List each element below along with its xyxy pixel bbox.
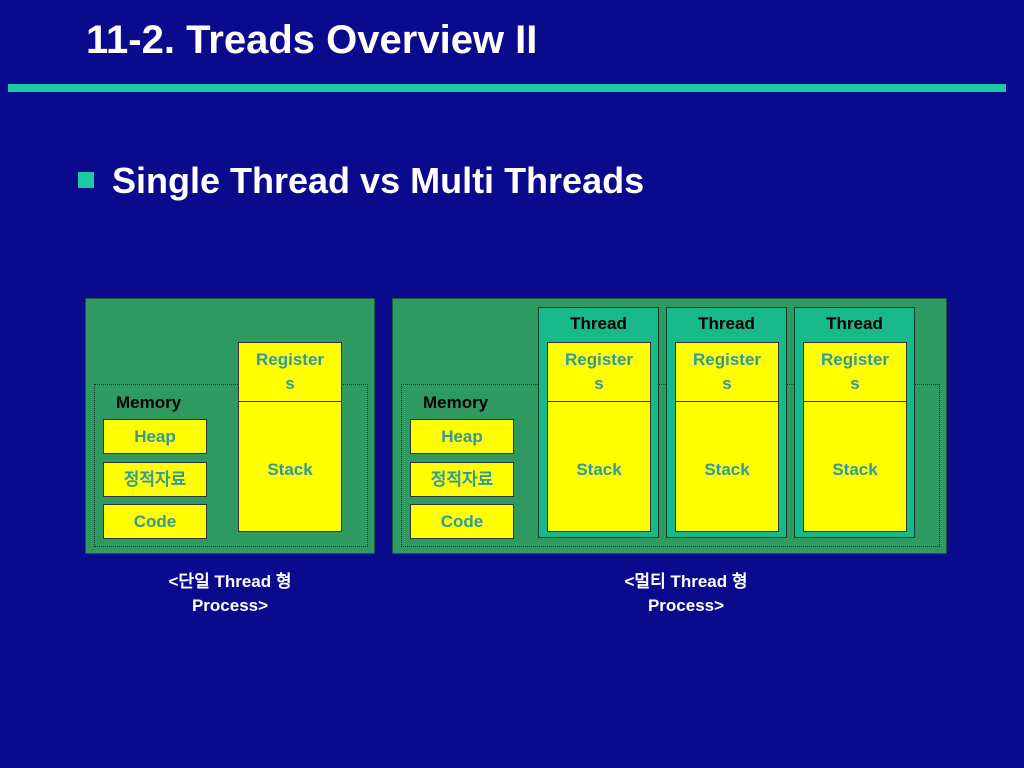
thread-panel-3: Thread Register s Stack — [794, 307, 915, 538]
thread-label: Thread — [570, 314, 627, 333]
title-divider — [8, 84, 1006, 92]
single-thread-process: Memory Heap 정적자료 Code Register s Stack — [85, 298, 375, 554]
memory-area — [94, 384, 368, 547]
caption-line: Process> — [647, 596, 725, 615]
registers-box: Register s — [803, 342, 907, 402]
multi-thread-caption: <멀티 Thread 형 Process> — [566, 570, 806, 618]
code-box: Code — [410, 504, 514, 539]
registers-label: Register s — [692, 350, 762, 393]
caption-line: Process> — [191, 596, 269, 615]
static-data-box: 정적자료 — [410, 462, 514, 497]
multi-thread-process: Memory Heap 정적자료 Code Thread Register s … — [392, 298, 947, 554]
stack-box: Stack — [803, 401, 907, 532]
registers-label: Register s — [820, 350, 890, 393]
code-box: Code — [103, 504, 207, 539]
static-data-box: 정적자료 — [103, 462, 207, 497]
bullet-square-icon — [78, 172, 94, 188]
memory-label: Memory — [116, 393, 182, 412]
slide-title: 11-2. Treads Overview II — [86, 18, 538, 62]
stack-box: Stack — [675, 401, 779, 532]
heap-box: Heap — [103, 419, 207, 454]
stack-label: Stack — [267, 460, 313, 479]
bullet-text: Single Thread vs Multi Threads — [112, 160, 645, 201]
heap-box: Heap — [410, 419, 514, 454]
thread-panel-2: Thread Register s Stack — [666, 307, 787, 538]
caption-line: <단일 Thread 형 — [168, 572, 292, 591]
thread-label: Thread — [698, 314, 755, 333]
stack-box: Stack — [547, 401, 651, 532]
thread-panel-1: Thread Register s Stack — [538, 307, 659, 538]
stack-label: Stack — [576, 460, 622, 479]
registers-box: Register s — [238, 342, 342, 402]
single-thread-caption: <단일 Thread 형 Process> — [110, 570, 350, 618]
stack-box: Stack — [238, 401, 342, 532]
caption-line: <멀티 Thread 형 — [624, 572, 748, 591]
thread-label: Thread — [826, 314, 883, 333]
registers-box: Register s — [547, 342, 651, 402]
stack-label: Stack — [704, 460, 750, 479]
stack-label: Stack — [832, 460, 878, 479]
registers-label: Register s — [564, 350, 634, 393]
registers-box: Register s — [675, 342, 779, 402]
memory-label: Memory — [423, 393, 489, 412]
registers-label: Register s — [255, 350, 325, 393]
